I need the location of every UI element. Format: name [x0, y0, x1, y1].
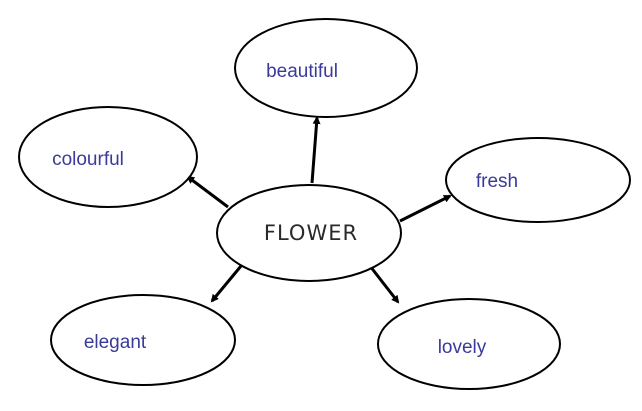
arrow-to-beautiful: [310, 116, 321, 184]
center-label: FLOWER: [264, 221, 358, 245]
node-lovely: lovely: [377, 298, 561, 390]
node-elegant: elegant: [50, 294, 236, 386]
node-label-lovely: lovely: [438, 337, 487, 358]
arrow-to-fresh: [399, 194, 452, 223]
arrow-to-colourful: [186, 175, 229, 209]
node-label-beautiful: beautiful: [266, 61, 338, 82]
node-label-elegant: elegant: [84, 332, 147, 353]
node-label-colourful: colourful: [52, 149, 124, 170]
center-node: FLOWER: [216, 184, 402, 282]
node-fresh: fresh: [445, 137, 631, 223]
node-label-fresh: fresh: [476, 171, 518, 192]
node-colourful: colourful: [18, 106, 198, 208]
arrow-to-lovely: [368, 265, 400, 304]
node-beautiful: beautiful: [234, 18, 418, 118]
arrow-to-elegant: [210, 265, 243, 303]
